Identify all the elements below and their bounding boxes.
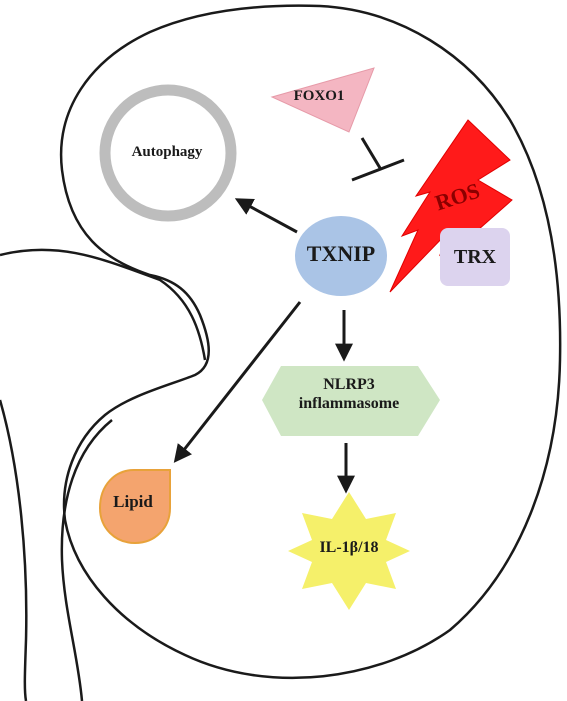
nlrp3-label-line1: NLRP3 xyxy=(323,376,375,393)
arrow-txnip-autophagy xyxy=(234,198,298,234)
il1-star xyxy=(288,492,410,610)
arrow-txnip-lipid xyxy=(173,301,302,463)
foxo1-triangle xyxy=(270,67,375,133)
lipid-droplet xyxy=(98,469,171,545)
kidney-outline xyxy=(59,4,562,680)
nlrp3-hexagon xyxy=(262,366,440,436)
nlrp3-label: NLRP3 inflammasome xyxy=(264,375,434,413)
trx-label: TRX xyxy=(453,246,497,268)
trx-box xyxy=(440,228,510,286)
foxo1-label: FOXO1 xyxy=(293,88,345,104)
autophagy-ring xyxy=(99,84,237,222)
nlrp3-label-line2: inflammasome xyxy=(298,395,400,412)
lipid-label: Lipid xyxy=(113,492,153,511)
autophagy-label: Autophagy xyxy=(131,144,203,160)
il1-label: IL-1β/18 xyxy=(319,539,379,556)
ureter-outer xyxy=(0,399,28,701)
ureter-left xyxy=(0,248,207,361)
inhibition-foxo1-txnip xyxy=(351,137,405,182)
txnip-ellipse xyxy=(295,216,387,296)
ureter-lower xyxy=(60,419,113,701)
txnip-label: TXNIP xyxy=(306,241,376,266)
